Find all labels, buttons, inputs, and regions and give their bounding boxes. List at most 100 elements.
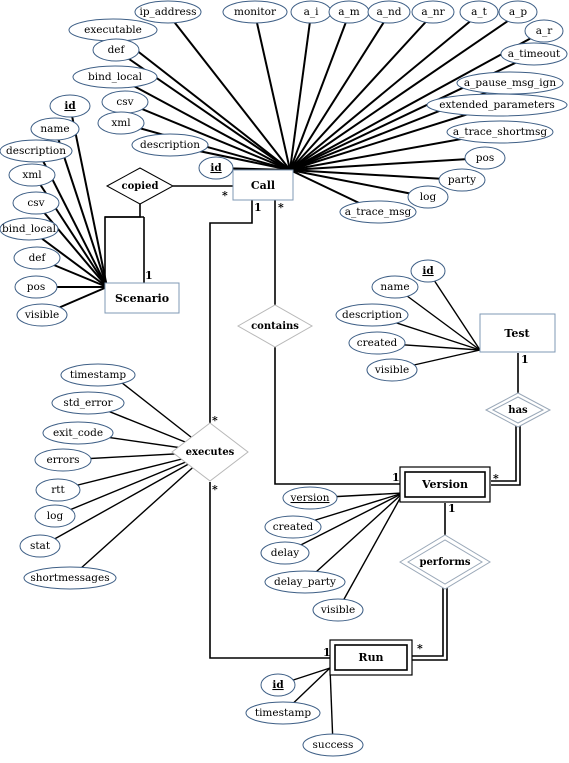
cardinality-version-has: * bbox=[493, 472, 499, 485]
call-attributes: ip_address monitor a_i a_m a_nd a_nr a_t bbox=[68, 0, 568, 224]
attribute-label: def bbox=[29, 252, 47, 264]
attribute-ellipse bbox=[13, 246, 61, 270]
attribute-ellipse bbox=[410, 259, 446, 283]
attribute-version-version: version bbox=[282, 486, 338, 510]
connector-line bbox=[289, 13, 519, 171]
attribute-ellipse bbox=[264, 570, 346, 594]
attribute-label: xml bbox=[111, 117, 131, 129]
attribute-label: bind_local bbox=[2, 223, 57, 235]
attribute-label: a_trace_msg bbox=[345, 206, 412, 218]
attribute-a-trace-shortmsg: a_trace_shortmsg bbox=[446, 120, 554, 144]
has-to-version-line bbox=[491, 426, 521, 486]
attribute-ellipse bbox=[459, 0, 499, 24]
attribute-label: name bbox=[40, 123, 69, 135]
attribute-ellipse bbox=[51, 391, 125, 415]
attribute-monitor: monitor bbox=[222, 0, 288, 24]
relationship-diamond-inner bbox=[491, 396, 545, 424]
relationship-label: copied bbox=[122, 181, 159, 192]
attribute-ellipse bbox=[264, 515, 322, 539]
attribute-a-i: a_i bbox=[290, 0, 332, 24]
attribute-ellipse bbox=[198, 156, 234, 180]
attribute-scenario-id: id bbox=[49, 94, 91, 118]
attribute-ellipse bbox=[302, 733, 364, 757]
attribute-ellipse bbox=[92, 38, 140, 62]
connector-line bbox=[116, 76, 291, 171]
attribute-ellipse bbox=[34, 504, 76, 528]
attribute-label: description bbox=[140, 139, 200, 151]
attribute-label: log bbox=[47, 510, 64, 522]
entity-box bbox=[479, 313, 556, 353]
attribute-party: party bbox=[438, 168, 486, 192]
attribute-ellipse bbox=[411, 0, 455, 24]
attribute-label: a_nr bbox=[421, 6, 445, 18]
attribute-ellipse bbox=[245, 701, 321, 725]
cardinality-executes-run: * bbox=[212, 483, 218, 496]
cardinality-call-copied: * bbox=[222, 189, 228, 202]
attribute-label: id bbox=[272, 679, 284, 691]
attribute-csv: csv bbox=[101, 90, 149, 114]
attribute-label: visible bbox=[374, 364, 409, 376]
attribute-scenario-def: def bbox=[13, 246, 61, 270]
attribute-label: std_error bbox=[63, 397, 113, 409]
attribute-executes-log: log bbox=[34, 504, 76, 528]
attribute-version-delay-party: delay_party bbox=[264, 570, 346, 594]
attribute-scenario-pos: pos bbox=[14, 275, 58, 299]
attribute-pos: pos bbox=[464, 146, 506, 170]
attribute-label: success bbox=[313, 739, 354, 751]
attribute-label: name bbox=[380, 281, 409, 293]
attribute-ellipse bbox=[8, 163, 56, 187]
connector-line bbox=[35, 202, 108, 288]
attribute-ellipse bbox=[446, 120, 554, 144]
attribute-ellipse bbox=[498, 0, 538, 24]
attribute-ellipse bbox=[260, 541, 310, 565]
entity-label: Scenario bbox=[115, 292, 169, 305]
relationship-copied: copied bbox=[105, 167, 175, 205]
attribute-scenario-visible: visible bbox=[16, 303, 68, 327]
connector-line bbox=[289, 13, 480, 171]
version-attributes: version created delay delay_party visibl… bbox=[260, 486, 364, 622]
relationship-contains: contains bbox=[236, 304, 314, 348]
cardinality-run-performs: * bbox=[417, 642, 423, 655]
connector-line bbox=[284, 492, 404, 554]
cardinality-contains-version: 1 bbox=[392, 471, 400, 484]
attribute-version-visible: visible bbox=[312, 598, 364, 622]
attribute-a-pause-msg-ign: a_pause_msg_ign bbox=[456, 71, 564, 95]
attribute-label: ip_address bbox=[139, 6, 196, 18]
attribute-label: bind_local bbox=[88, 71, 143, 83]
attribute-ellipse bbox=[60, 363, 136, 387]
relationship-label: performs bbox=[419, 557, 470, 568]
attribute-executes-errors: errors bbox=[34, 448, 92, 472]
entity-scenario: Scenario bbox=[104, 282, 180, 314]
attribute-xml: xml bbox=[97, 111, 145, 135]
attribute-executes-shortmessages: shortmessages bbox=[23, 566, 117, 590]
attribute-ellipse bbox=[16, 303, 68, 327]
attribute-label: log bbox=[420, 191, 437, 203]
attribute-ellipse bbox=[282, 486, 338, 510]
attribute-label: stat bbox=[30, 540, 51, 552]
attribute-label: a_p bbox=[509, 6, 528, 18]
cardinality-call-executes: 1 bbox=[254, 201, 262, 214]
attribute-label: xml bbox=[22, 169, 42, 181]
attribute-a-p: a_p bbox=[498, 0, 538, 24]
attribute-ellipse bbox=[134, 0, 202, 24]
connector-line bbox=[289, 157, 486, 171]
attribute-id: id bbox=[198, 156, 234, 180]
attribute-ellipse bbox=[42, 421, 114, 445]
attribute-ellipse bbox=[12, 191, 60, 215]
attribute-ellipse bbox=[0, 217, 59, 241]
connector-line bbox=[41, 451, 211, 547]
attribute-executes-std-error: std_error bbox=[51, 391, 125, 415]
executes-to-run-line bbox=[209, 482, 330, 659]
connector-line bbox=[289, 104, 498, 171]
entity-test: Test bbox=[479, 313, 556, 353]
attribute-scenario-bind-local: bind_local bbox=[0, 217, 59, 241]
attribute-label: a_m bbox=[338, 6, 360, 18]
attribute-label: delay bbox=[271, 547, 300, 559]
connector-line bbox=[289, 169, 429, 198]
attribute-version-created: created bbox=[264, 515, 322, 539]
attribute-scenario-csv: csv bbox=[12, 191, 60, 215]
cardinality-test-has: 1 bbox=[521, 353, 529, 366]
attribute-ellipse bbox=[464, 146, 506, 170]
executes-attributes: timestamp std_error exit_code errors rtt… bbox=[19, 363, 136, 590]
